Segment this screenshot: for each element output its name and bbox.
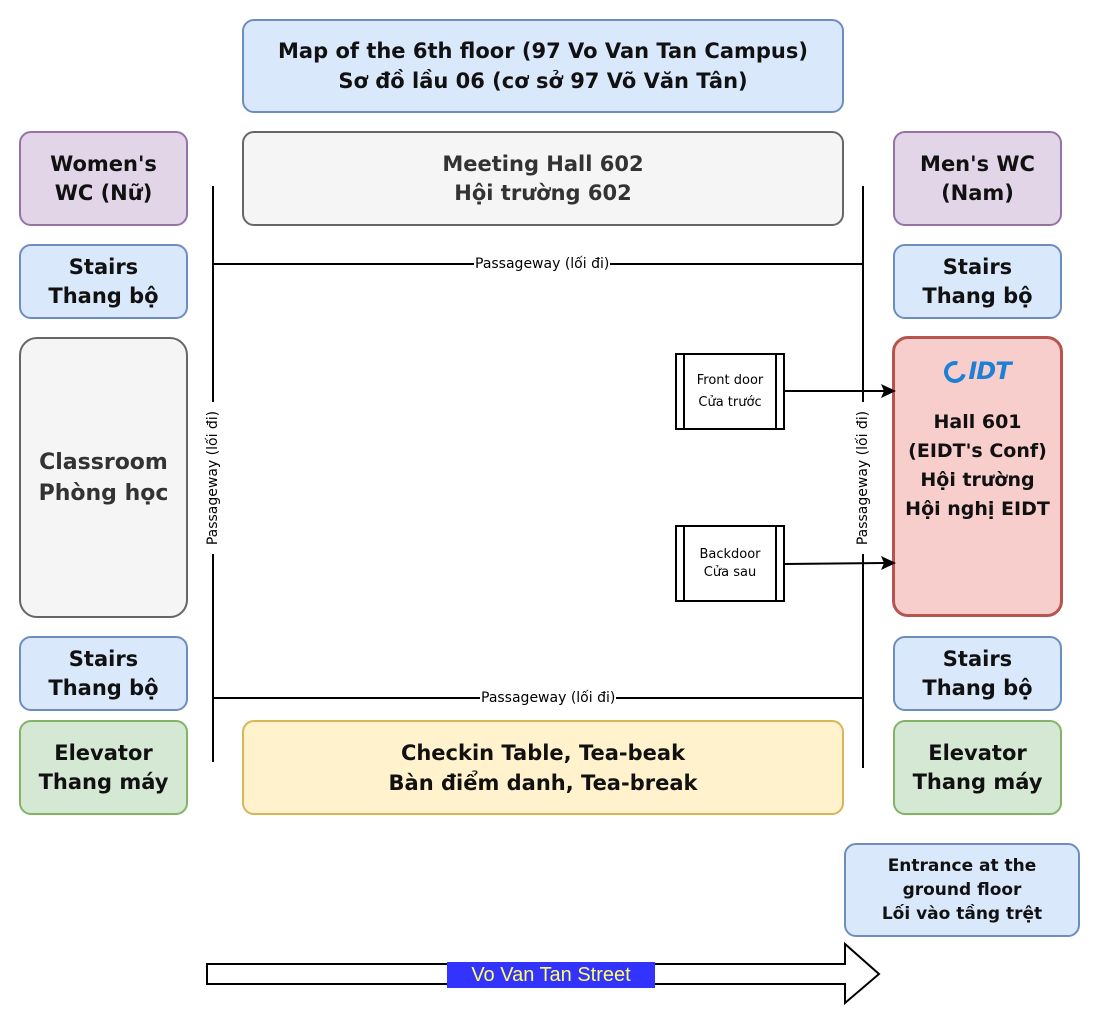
womens-wc-line2: WC (Nữ): [54, 180, 153, 205]
hall-601: IDT Hall 601 (EIDT's Conf) Hội trường Hộ…: [892, 336, 1063, 617]
elevator-right: Elevator Thang máy: [893, 720, 1062, 815]
front-door-vi: Cửa trước: [698, 394, 762, 410]
backdoor-en: Backdoor: [699, 546, 761, 562]
stairs-bottom-right: Stairs Thang bộ: [893, 636, 1062, 711]
entrance-line3: Lối vào tầng trệt: [881, 904, 1043, 924]
classroom: Classroom Phòng học: [19, 337, 188, 618]
checkin-vi: Bàn điểm danh, Tea-break: [388, 770, 698, 795]
stairs-label-vi: Thang bộ: [48, 283, 159, 308]
stairs-label: Stairs: [942, 254, 1013, 279]
stairs-bottom-left: Stairs Thang bộ: [19, 636, 188, 711]
elevator-label: Elevator: [54, 740, 153, 765]
logo-text: IDT: [968, 357, 1011, 385]
meeting-hall-en: Meeting Hall 602: [442, 151, 644, 176]
checkin-table: Checkin Table, Tea-beak Bàn điểm danh, T…: [242, 720, 844, 815]
stairs-label: Stairs: [942, 646, 1013, 671]
mens-wc: Men's WC (Nam): [893, 131, 1062, 226]
eidt-logo: IDT: [940, 356, 1012, 387]
stairs-label-vi: Thang bộ: [922, 675, 1033, 700]
classroom-vi: Phòng học: [38, 480, 169, 506]
passageway-label-bottom: Passageway (lối đi): [480, 690, 617, 706]
street-label: Vo Van Tan Street: [447, 962, 655, 988]
stairs-label: Stairs: [68, 254, 139, 279]
hall-601-line3: Hội trường: [920, 469, 1035, 491]
stairs-label: Stairs: [68, 646, 139, 671]
map-title-vi: Sơ đồ lầu 06 (cơ sở 97 Võ Văn Tân): [338, 69, 748, 93]
map-title: Map of the 6th floor (97 Vo Van Tan Camp…: [242, 19, 844, 113]
stairs-label-vi: Thang bộ: [922, 283, 1033, 308]
stairs-top-left: Stairs Thang bộ: [19, 244, 188, 319]
hall-601-line1: Hall 601: [933, 411, 1022, 433]
front-door: Front door Cửa trước: [675, 353, 785, 430]
checkin-en: Checkin Table, Tea-beak: [400, 740, 686, 765]
mens-wc-line2: (Nam): [941, 180, 1014, 205]
backdoor-arrow: [784, 562, 885, 565]
elevator-label: Elevator: [928, 740, 1027, 765]
entrance-ground-floor: Entrance at the ground floor Lối vào tần…: [844, 843, 1080, 937]
hall-601-line4: Hội nghị EIDT: [905, 498, 1050, 520]
front-door-en: Front door: [696, 372, 764, 388]
elevator-label-vi: Thang máy: [912, 769, 1043, 794]
hall-601-line2: (EIDT's Conf): [908, 440, 1047, 462]
mens-wc-line1: Men's WC: [920, 151, 1035, 176]
entrance-line2: ground floor: [902, 880, 1022, 900]
elevator-label-vi: Thang máy: [38, 769, 169, 794]
meeting-hall-602: Meeting Hall 602 Hội trường 602: [242, 131, 844, 226]
entrance-line1: Entrance at the: [887, 856, 1037, 876]
womens-wc-line1: Women's: [50, 151, 157, 176]
map-title-en: Map of the 6th floor (97 Vo Van Tan Camp…: [278, 39, 808, 63]
front-door-arrowhead: [881, 384, 896, 398]
classroom-en: Classroom: [39, 449, 168, 475]
stairs-label-vi: Thang bộ: [48, 675, 159, 700]
elevator-left: Elevator Thang máy: [19, 720, 188, 815]
passageway-label-top: Passageway (lối đi): [474, 256, 611, 272]
meeting-hall-vi: Hội trường 602: [454, 180, 632, 205]
womens-wc: Women's WC (Nữ): [19, 131, 188, 226]
backdoor-arrowhead: [881, 556, 896, 570]
backdoor: Backdoor Cửa sau: [675, 525, 785, 602]
backdoor-vi: Cửa sau: [703, 564, 757, 580]
stairs-top-right: Stairs Thang bộ: [893, 244, 1062, 319]
